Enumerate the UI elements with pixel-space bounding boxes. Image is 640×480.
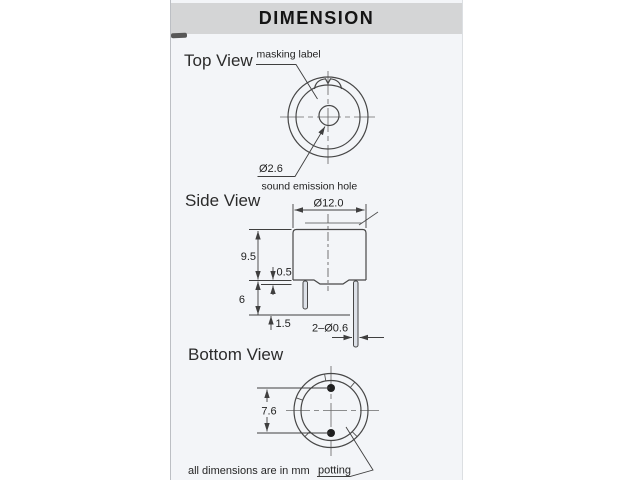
top-view-outer-circle: [287, 76, 369, 158]
top-view-label: Top View: [184, 51, 253, 70]
body-diameter-text: Ø12.0: [314, 198, 344, 210]
pin-dot-bottom: [327, 429, 335, 437]
bottom-view-drawing: 7.6 potting: [257, 366, 379, 477]
body-height-text: 9.5: [241, 251, 256, 263]
pin-dot-top: [327, 384, 335, 392]
potting-text: potting: [318, 465, 351, 477]
units-note: all dimensions are in mm: [188, 465, 310, 477]
sound-emission-hole: [318, 104, 340, 127]
pin-length-text: 6: [239, 294, 245, 306]
masking-label-tab: [313, 78, 343, 90]
header-band: DIMENSION: [171, 3, 462, 34]
bottom-outer-circle: [293, 372, 369, 449]
potting-leader: [317, 426, 374, 477]
side-view-label: Side View: [185, 191, 261, 210]
pin-diameter-text: 2–Ø0.6: [312, 323, 348, 335]
masking-film-tick: [358, 211, 379, 226]
body-outline: [292, 228, 367, 280]
bottom-inner-circle: [300, 379, 362, 442]
hole-caption-text: sound emission hole: [262, 181, 358, 193]
page-title: DIMENSION: [258, 8, 375, 28]
pin-spacing-text: 7.6: [261, 406, 276, 418]
right-pin: [353, 280, 359, 348]
masking-label-leader: [256, 64, 318, 100]
top-view-masking-label-circle: [295, 84, 361, 150]
left-pin: [302, 280, 308, 310]
scanned-page: [170, 0, 463, 480]
top-view-drawing: masking label Ø2.6 sound emission hole: [256, 49, 375, 193]
hole-diameter-text: Ø2.6: [259, 163, 283, 175]
step-height-text: 0.5: [277, 267, 292, 279]
ring-segment-ticks: [296, 374, 358, 438]
side-view-drawing: Ø12.0 9.5 0.5 6 1.5 2–Ø0.6: [239, 198, 384, 348]
hole-diameter-leader: [257, 126, 326, 177]
body-bottom-profile: [293, 279, 366, 285]
masking-label-text: masking label: [257, 49, 321, 61]
bottom-view-label: Bottom View: [188, 345, 284, 364]
pin-standoff-text: 1.5: [276, 318, 291, 330]
